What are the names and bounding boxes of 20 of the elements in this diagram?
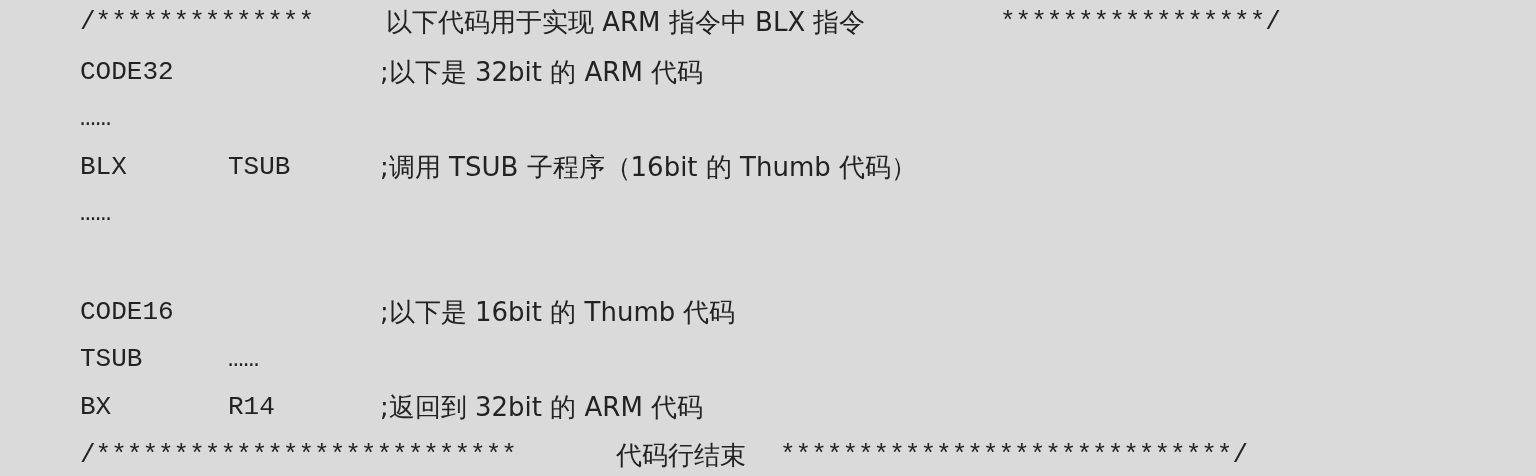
- code-text: R14: [228, 391, 275, 423]
- code-text: TSUB: [228, 151, 291, 183]
- comment-border: *****************/: [1000, 6, 1281, 38]
- comment-text: 代码行结束: [616, 439, 746, 471]
- code-text: CODE32: [80, 56, 174, 88]
- comment-text: ;以下是 16bit 的 Thumb 代码: [380, 296, 736, 328]
- code-text: CODE16: [80, 296, 174, 328]
- comment-border: *****************************/: [780, 439, 1249, 471]
- ellipsis-text: ……: [80, 197, 112, 229]
- comment-border: /**************: [80, 6, 315, 38]
- code-text: BLX: [80, 151, 127, 183]
- comment-text: ;返回到 32bit 的 ARM 代码: [380, 391, 704, 423]
- ellipsis-text: ……: [228, 343, 260, 375]
- comment-border: /***************************: [80, 439, 517, 471]
- comment-text: ;以下是 32bit 的 ARM 代码: [380, 56, 704, 88]
- ellipsis-text: ……: [80, 102, 112, 134]
- code-text: TSUB: [80, 343, 143, 375]
- comment-text: 以下代码用于实现 ARM 指令中 BLX 指令: [386, 6, 866, 38]
- code-text: BX: [80, 391, 112, 423]
- comment-text: ;调用 TSUB 子程序（16bit 的 Thumb 代码）: [380, 151, 917, 183]
